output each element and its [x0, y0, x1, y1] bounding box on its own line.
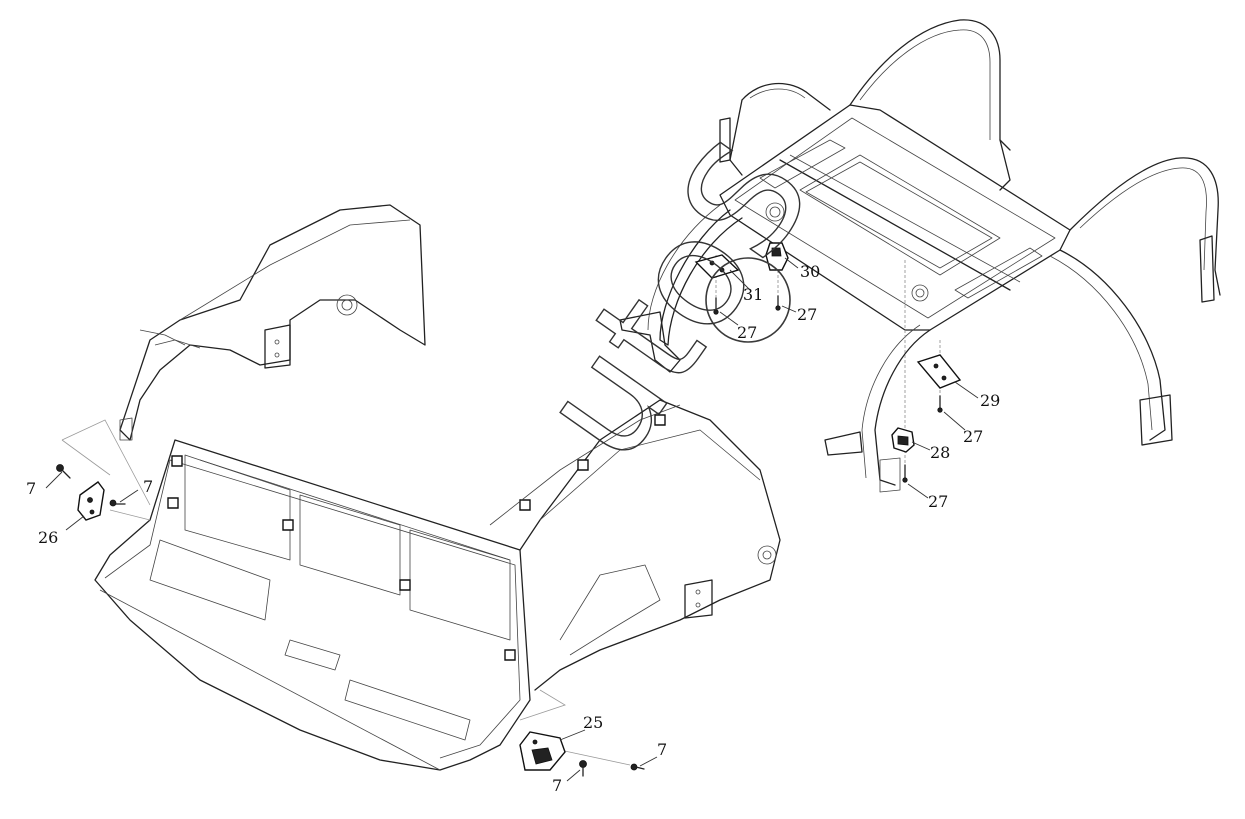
bolts-7-left [56, 464, 126, 507]
assembly-lines [61, 255, 941, 766]
callout-7: 7 [657, 740, 667, 759]
plate-31 [694, 254, 740, 279]
bracket-29 [916, 354, 962, 389]
callout-30: 30 [800, 262, 820, 281]
bracket-26 [77, 481, 105, 521]
cab-back-panel [94, 399, 781, 771]
callout-31: 31 [743, 285, 763, 304]
bracket-28 [891, 427, 915, 453]
callout-28: 28 [930, 443, 950, 462]
callout-26: 26 [38, 528, 58, 547]
callout-27: 27 [797, 305, 817, 324]
bolts-7-right [579, 760, 645, 777]
callout-27: 27 [928, 492, 948, 511]
callout-29: 29 [980, 391, 1000, 410]
callout-7: 7 [552, 776, 562, 795]
bracket-30 [765, 242, 789, 271]
callout-7: 7 [143, 477, 153, 496]
roof-frame [619, 19, 1221, 493]
callout-7: 7 [26, 479, 36, 498]
callout-27: 27 [963, 427, 983, 446]
callout-labels: 7 7 26 25 7 7 31 30 27 27 29 27 28 27 [26, 262, 1000, 795]
callout-25: 25 [583, 713, 603, 732]
screws-27 [713, 295, 943, 483]
callout-27: 27 [737, 323, 757, 342]
bracket-25 [519, 731, 566, 771]
callout-leaders [45, 257, 979, 782]
rear-trim-panel [119, 204, 426, 441]
